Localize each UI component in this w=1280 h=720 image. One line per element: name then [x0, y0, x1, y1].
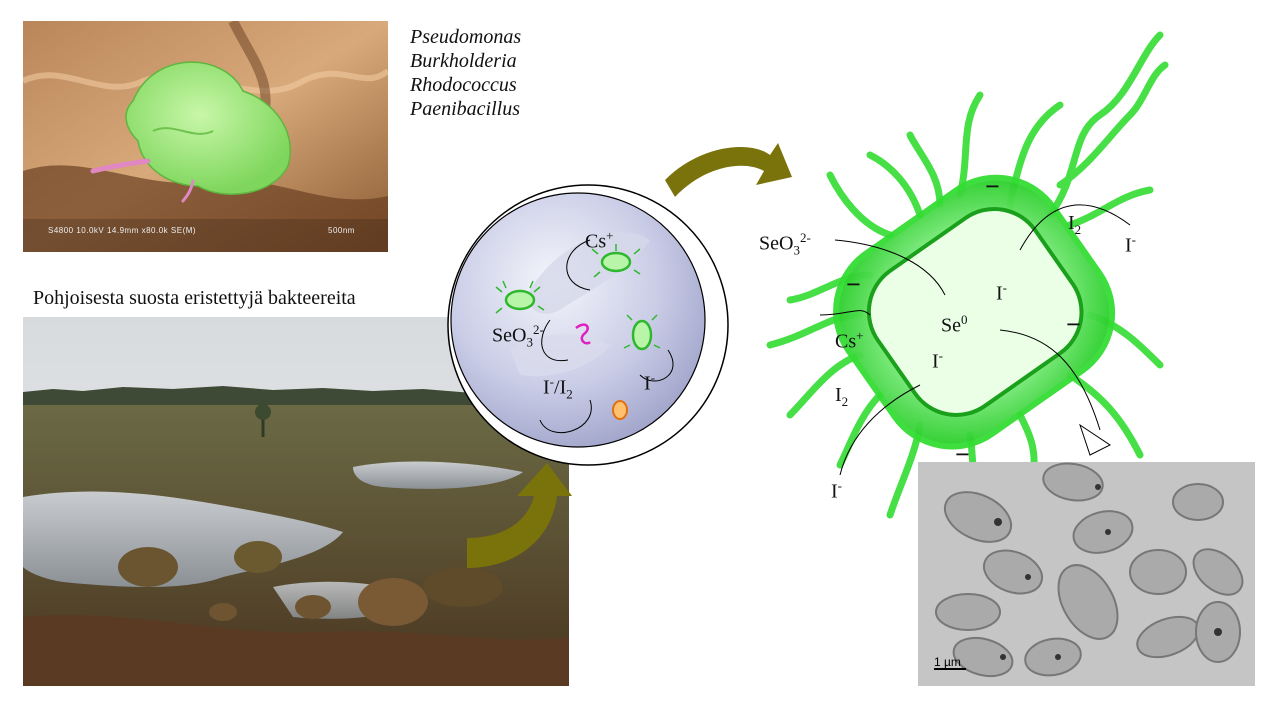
- sphere-cs-label: Cs+: [585, 228, 614, 253]
- genus-rhodococcus: Rhodococcus: [410, 74, 517, 96]
- charge-mark-2: −: [846, 270, 861, 299]
- sphere-bacterium-3: [623, 314, 661, 351]
- tem-scale-label: 1 µm: [934, 655, 961, 669]
- sem-image: S4800 10.0kV 14.9mm x80.0k SE(M) 500nm: [23, 21, 388, 252]
- arrow-to-sphere: [467, 463, 572, 568]
- charge-mark-1: −: [985, 172, 1000, 201]
- genus-paenibacillus: Paenibacillus: [410, 98, 520, 120]
- cell-i2-left-label: I2: [835, 384, 849, 409]
- sem-info-label: S4800 10.0kV 14.9mm x80.0k SE(M): [48, 226, 197, 235]
- bacteria-sphere: [447, 184, 729, 466]
- cell-i-top-label: I-: [1125, 232, 1137, 257]
- genus-list: Pseudomonas Burkholderia Rhodococcus Pae…: [410, 25, 521, 121]
- charge-mark-3: −: [1066, 310, 1081, 339]
- bog-caption: Pohjoisesta suosta eristettyjä bakteerei…: [33, 287, 356, 309]
- charge-mark-4: −: [955, 440, 970, 469]
- sem-scale-label: 500nm: [328, 226, 355, 235]
- sphere-bacterium-2: [591, 244, 641, 278]
- sphere-seo3-label: SeO32-: [492, 322, 544, 350]
- sphere-bacterium-1: [495, 280, 545, 314]
- sphere-iodide-label: I-: [644, 370, 656, 395]
- cell-i-bottom-label: I-: [831, 478, 843, 503]
- genus-pseudomonas: Pseudomonas: [410, 26, 522, 48]
- cell-seo3-label: SeO32-: [759, 230, 811, 258]
- sphere-bacterium-orange: [612, 400, 628, 420]
- sphere-bacterium-pink: [575, 323, 591, 345]
- cell-se0-label: Se0: [941, 312, 968, 337]
- tem-image: 1 µm: [918, 462, 1255, 686]
- genus-burkholderia: Burkholderia: [410, 50, 517, 72]
- cell-i2-top-label: I2: [1068, 212, 1082, 237]
- cell-cs-label: Cs+: [835, 328, 864, 353]
- cell-i-inner2-label: I-: [932, 348, 944, 373]
- sphere-iodine-pair-label: I-/I2: [543, 374, 573, 402]
- cell-i-inner-label: I-: [996, 280, 1008, 305]
- bacterium-cell-diagram: [766, 31, 1169, 524]
- arrow-to-cell: [665, 143, 792, 197]
